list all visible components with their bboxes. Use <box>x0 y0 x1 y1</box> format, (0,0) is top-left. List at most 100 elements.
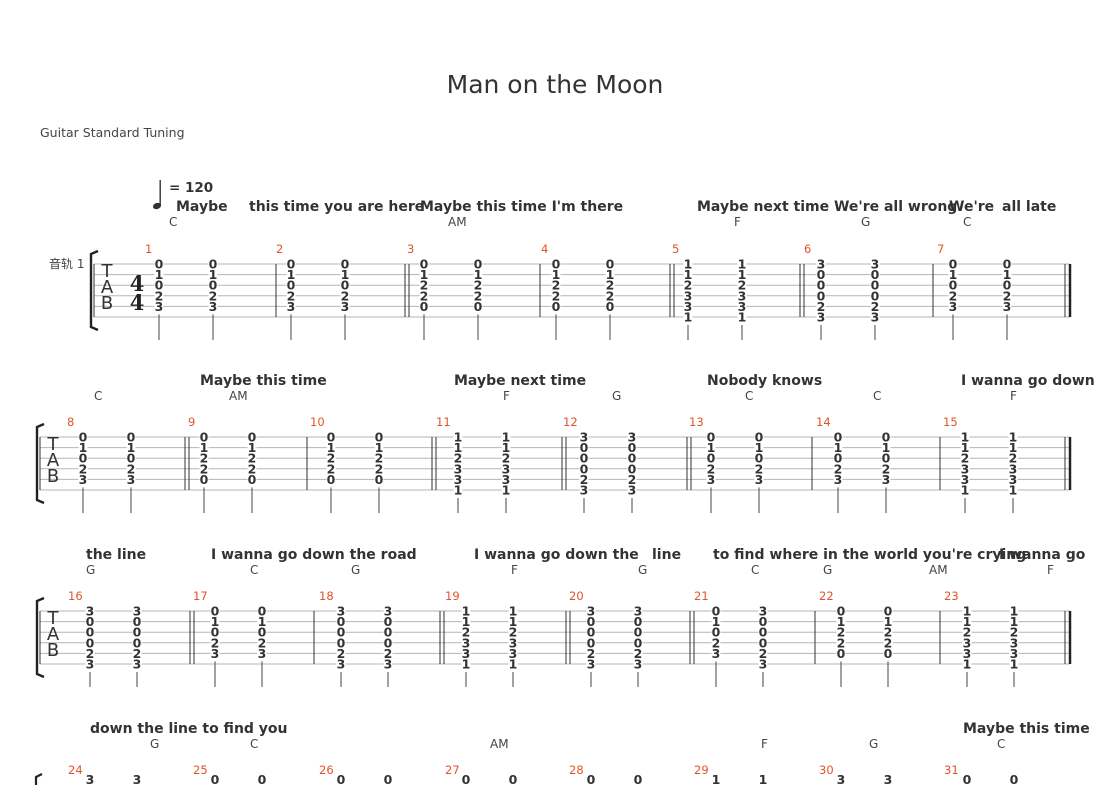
fret-number: 2 <box>580 472 589 487</box>
fret-number: 3 <box>509 646 518 661</box>
fret-number: 1 <box>684 257 693 272</box>
fret-number: 0 <box>634 635 643 650</box>
fret-backing <box>816 300 826 312</box>
fret-backing <box>1002 258 1012 270</box>
fret-number: 2 <box>509 625 518 640</box>
fret-number: 0 <box>759 625 768 640</box>
fret-number: 1 <box>961 430 970 445</box>
fret-number: 0 <box>587 614 596 629</box>
fret-backing <box>758 647 768 659</box>
fret-number: 0 <box>200 472 209 487</box>
fret-backing <box>210 626 220 638</box>
tempo-value: = 120 <box>169 180 214 196</box>
fret-number: 2 <box>606 278 615 293</box>
fret-number: 0 <box>1003 278 1012 293</box>
lyric-text: to find where in the world you're crying <box>713 547 1027 563</box>
fret-number: 1 <box>759 772 768 785</box>
fret-number: 0 <box>817 288 826 303</box>
fret-number: 2 <box>949 288 958 303</box>
fret-number: 0 <box>337 772 346 785</box>
lyric-text: I wanna go <box>999 547 1086 563</box>
fret-backing <box>960 442 970 454</box>
fret-number: 1 <box>961 483 970 498</box>
fret-number: 0 <box>949 278 958 293</box>
chord-name: C <box>963 215 972 229</box>
fret-backing <box>627 484 637 496</box>
fret-number: 0 <box>580 451 589 466</box>
fret-number: 2 <box>1010 625 1019 640</box>
fret-number: 0 <box>552 257 561 272</box>
fret-number: 0 <box>211 772 220 785</box>
lyric-text: this time you are here <box>249 199 425 215</box>
fret-number: 3 <box>384 604 393 619</box>
fret-backing <box>586 647 596 659</box>
fret-backing <box>1009 605 1019 617</box>
fret-number: 3 <box>462 646 471 661</box>
fret-backing <box>605 279 615 291</box>
fret-number: 1 <box>1009 440 1018 455</box>
fret-number: 3 <box>86 657 95 672</box>
fret-number: 0 <box>127 430 136 445</box>
fret-number: 2 <box>817 299 826 314</box>
fret-backing <box>78 442 88 454</box>
fret-number: 3 <box>884 772 893 785</box>
fret-number: 3 <box>502 472 511 487</box>
fret-number: 3 <box>1009 472 1018 487</box>
chord-name: C <box>94 389 103 403</box>
fret-number: 1 <box>155 267 164 282</box>
fret-number: 1 <box>509 604 518 619</box>
fret-backing <box>683 279 693 291</box>
fret-number: 3 <box>580 430 589 445</box>
fret-number: 1 <box>963 604 972 619</box>
measure-number: 6 <box>804 242 812 256</box>
fret-backing <box>210 647 220 659</box>
fret-backing <box>1009 626 1019 638</box>
fret-backing <box>473 269 483 281</box>
fret-backing <box>870 269 880 281</box>
fret-backing <box>461 647 471 659</box>
chord-name: F <box>503 389 510 403</box>
fret-backing <box>737 269 747 281</box>
fret-backing <box>132 626 142 638</box>
fret-backing <box>633 647 643 659</box>
fret-backing <box>336 637 346 649</box>
fret-backing <box>199 431 209 443</box>
fret-number: 2 <box>871 299 880 314</box>
fret-backing <box>85 626 95 638</box>
fret-backing <box>737 311 747 323</box>
fret-backing <box>883 637 893 649</box>
fret-backing <box>881 431 891 443</box>
fret-backing <box>340 290 350 302</box>
fret-number: 0 <box>634 772 643 785</box>
fret-number: 1 <box>1010 604 1019 619</box>
fret-backing <box>754 473 764 485</box>
fret-number: 1 <box>248 440 257 455</box>
fret-backing <box>374 473 384 485</box>
fret-backing <box>419 290 429 302</box>
fret-number: 3 <box>258 646 267 661</box>
fret-number: 1 <box>454 430 463 445</box>
fret-number: 0 <box>155 278 164 293</box>
fret-number: 2 <box>287 288 296 303</box>
fret-number: 3 <box>963 646 972 661</box>
fret-number: 0 <box>337 614 346 629</box>
fret-number: 2 <box>155 288 164 303</box>
fret-number: 3 <box>454 461 463 476</box>
fret-backing <box>286 290 296 302</box>
fret-backing <box>883 626 893 638</box>
fret-number: 2 <box>474 278 483 293</box>
measure-number: 14 <box>816 415 831 429</box>
fret-backing <box>627 452 637 464</box>
fret-number: 1 <box>884 614 893 629</box>
measure-number: 17 <box>193 589 208 603</box>
fret-backing <box>551 290 561 302</box>
fret-backing <box>1008 473 1018 485</box>
fret-number: 0 <box>133 625 142 640</box>
fret-number: 3 <box>817 257 826 272</box>
fret-backing <box>508 647 518 659</box>
fret-number: 1 <box>1010 614 1019 629</box>
fret-number: 3 <box>628 483 637 498</box>
fret-backing <box>836 637 846 649</box>
fret-number: 1 <box>420 267 429 282</box>
fret-number: 3 <box>882 472 891 487</box>
